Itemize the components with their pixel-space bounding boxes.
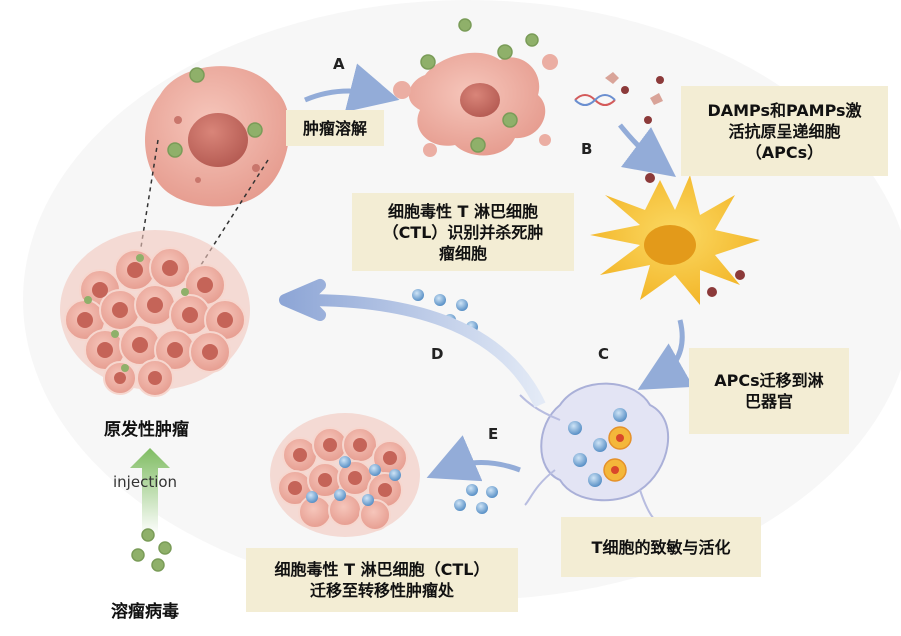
- metastatic-tumor-icon: [270, 413, 420, 537]
- panel-damps-line-3: （APCs）: [745, 142, 824, 162]
- panel-tumor-lysis: 肿瘤溶解: [286, 110, 384, 146]
- dendritic-cell-icon: [590, 173, 760, 305]
- oncolytic-virus-label: 溶瘤病毒: [111, 602, 179, 622]
- panel-ctl-metastasis: 细胞毒性 T 淋巴细胞（CTL） 迁移至转移性肿瘤处: [246, 548, 518, 612]
- panel-metastasis-line-1: 细胞毒性 T 淋巴细胞（CTL）: [274, 560, 490, 579]
- panel-ctl-line-3: 瘤细胞: [438, 243, 487, 263]
- panel-damps-line-1: DAMPs和PAMPs激: [707, 100, 862, 120]
- dna-icon: [574, 94, 616, 106]
- panel-ctl-kill: 细胞毒性 T 淋巴细胞 （CTL）识别并杀死肿 瘤细胞: [352, 193, 574, 271]
- panel-t-cell-activation: T细胞的致敏与活化: [561, 517, 761, 577]
- arrow-e: [426, 435, 521, 482]
- arrow-b: [618, 123, 676, 178]
- t-cell-group-e: [454, 484, 498, 514]
- panel-metastasis-line-2: 迁移至转移性肿瘤处: [309, 581, 454, 600]
- panel-damps-line-2: 活抗原呈递细胞: [728, 121, 841, 141]
- damps-icon: [605, 72, 664, 124]
- panel-ctl-line-1: 细胞毒性 T 淋巴细胞: [387, 201, 539, 221]
- panel-t-cell-text: T细胞的致敏与活化: [591, 537, 731, 557]
- oncolytic-virus-group-icon: [131, 528, 172, 572]
- arrow-c: [637, 319, 694, 390]
- tumor-cell-icon: [145, 66, 290, 207]
- panel-apc-line-1: APCs迁移到淋: [714, 371, 824, 390]
- released-virus-icon: [420, 18, 539, 153]
- arrow-a: [304, 63, 400, 112]
- step-letter-b: B: [581, 140, 593, 158]
- step-letter-a: A: [333, 55, 345, 73]
- primary-tumor-label: 原发性肿瘤: [104, 420, 189, 440]
- step-letter-d: D: [431, 345, 444, 363]
- panel-ctl-line-2: （CTL）识别并杀死肿: [382, 222, 544, 242]
- arrow-d: [279, 279, 546, 408]
- panel-apc-migration: APCs迁移到淋 巴器官: [689, 348, 849, 434]
- lymph-node-icon: [519, 382, 669, 521]
- panel-tumor-lysis-text: 肿瘤溶解: [302, 118, 367, 138]
- step-letter-e: E: [488, 425, 499, 443]
- primary-tumor-icon: [60, 230, 250, 397]
- step-letter-c: C: [598, 345, 610, 363]
- panel-damps-pamps: DAMPs和PAMPs激 活抗原呈递细胞 （APCs）: [681, 86, 888, 176]
- injection-arrow-icon: [130, 448, 170, 535]
- injection-label: injection: [113, 473, 178, 491]
- oncolytic-virus-icon: [167, 67, 263, 158]
- panel-apc-line-2: 巴器官: [744, 392, 793, 411]
